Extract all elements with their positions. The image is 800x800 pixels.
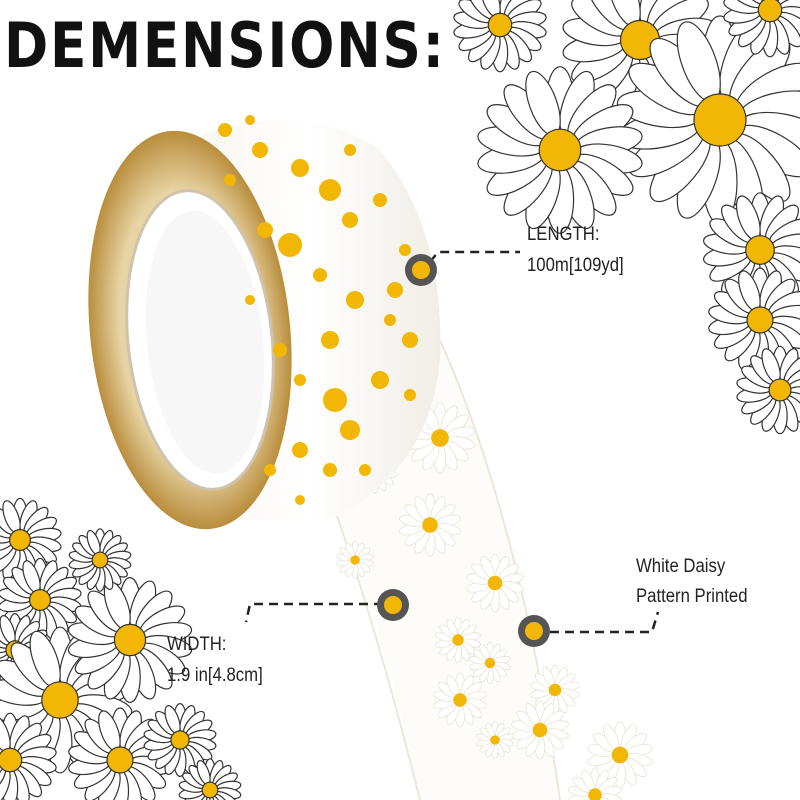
daisy-center-icon [373,193,387,207]
daisy-center-icon [278,233,302,257]
daisy-center-icon [291,159,309,177]
daisy-center-icon [319,179,341,201]
daisy-center-icon [245,115,255,125]
length-marker-icon [405,254,437,286]
daisy-center-icon [273,343,287,357]
daisy-icon [587,721,653,789]
pattern-label-line2: Pattern Printed [636,586,748,607]
tape-roll [88,119,441,530]
daisy-center-icon [384,314,396,326]
daisy-icon [0,712,57,800]
daisy-icon [477,66,643,234]
width-label: WIDTH: [167,634,227,655]
daisy-icon [399,493,461,557]
daisy-center-icon [313,268,327,282]
daisy-center-icon [321,331,339,349]
daisy-center-icon [224,174,236,186]
width-value: 1.9 in[4.8cm] [167,665,263,686]
length-value: 100m[109yd] [527,255,624,276]
daisy-center-icon [359,464,371,476]
daisy-center-icon [295,495,305,505]
daisy-icon [708,267,800,373]
daisy-center-icon [218,123,232,137]
daisy-center-icon [257,222,273,238]
daisy-center-icon [292,442,308,458]
daisy-center-icon [294,374,306,386]
tape-strip-daisies [336,402,653,800]
pattern-callout-line [550,611,660,634]
daisy-center-icon [340,420,360,440]
daisy-icon [723,0,800,58]
daisy-icon [530,664,580,716]
daisy-center-icon [323,388,347,412]
daisy-center-icon [399,244,411,256]
width-callout-line [244,602,383,623]
daisy-icon [466,553,524,613]
length-label: LENGTH: [527,224,600,245]
daisy-center-icon [342,212,358,228]
daisy-icon [68,528,132,592]
length-callout-line [429,250,520,263]
daisy-icon [511,700,569,760]
daisy-center-icon [387,282,403,298]
daisy-icon [736,345,800,435]
page-title: DEMENSIONS: [4,9,446,82]
daisy-center-icon [402,332,418,348]
daisy-center-icon [264,464,276,476]
daisy-icon [476,720,514,760]
daisy-icon [435,616,481,664]
callout-markers [377,254,550,647]
daisy-icon [336,540,374,580]
daisy-center-icon [245,295,255,305]
daisy-icon [178,758,242,800]
daisy-center-icon [404,389,416,401]
daisy-center-icon [346,291,364,309]
daisy-icon [453,0,547,73]
width-marker-icon [377,589,409,621]
daisy-icon [469,641,511,685]
daisy-center-icon [323,463,337,477]
pattern-marker-icon [518,615,550,647]
daisy-center-icon [344,144,356,156]
daisy-center-icon [252,142,268,158]
daisy-icon [0,497,62,583]
callout-lines [244,250,660,634]
daisy-center-icon [371,371,389,389]
daisy-icon [433,672,487,728]
pattern-label-line1: White Daisy [636,556,726,577]
roll-daisy-pattern [218,115,418,505]
daisy-icon [67,576,193,704]
